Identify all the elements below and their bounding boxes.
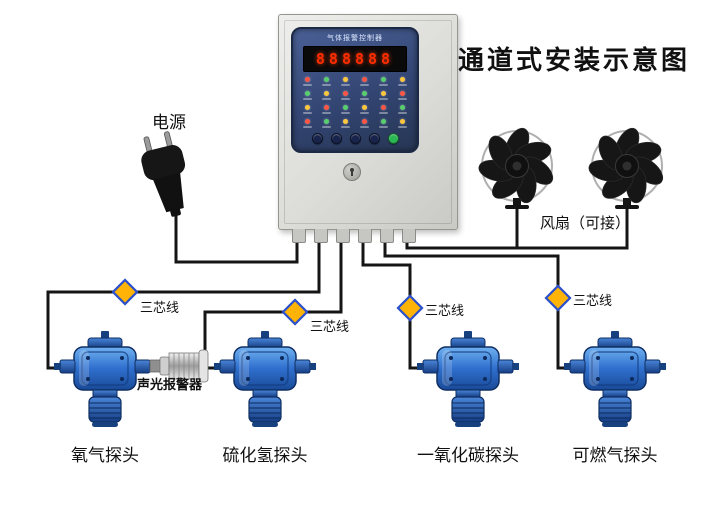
indicator-led [360,77,369,86]
indicator-led [322,77,331,86]
panel-button[interactable] [368,133,380,144]
keyhole-slot [350,168,354,172]
wire-marker-2 [281,298,309,326]
fan-2 [581,123,673,212]
indicator-led [341,119,350,128]
indicator-led [379,105,388,114]
indicator-led [303,119,312,128]
controller-front-panel: 气体报警控制器 888888 [291,27,419,153]
h2s-detector-label: 硫化氢探头 [222,446,308,465]
gas-alarm-controller: 气体报警控制器 888888 [278,14,458,243]
sound-light-alarm [149,349,209,383]
door-lock-keyhole[interactable] [343,163,361,181]
terminal-gland-4 [358,229,372,243]
indicator-row [303,77,407,86]
panel-button[interactable] [311,133,323,144]
keyhole-stem [351,171,353,176]
indicator-led [360,105,369,114]
wire-marker-1 [111,278,139,306]
wire-marker-3 [396,294,424,322]
diagram-title: 通道式安装示意图 [458,46,691,75]
terminal-gland-1 [292,229,306,243]
indicator-led [322,91,331,100]
wire-co-detector [361,242,419,370]
indicator-row [303,91,407,100]
terminal-gland-3 [336,229,350,243]
indicator-led [341,77,350,86]
wire-fan-2 [517,206,629,250]
terminal-gland-6 [402,229,416,243]
indicator-row [303,105,407,114]
terminal-gland-2 [314,229,328,243]
indicator-led [341,91,350,100]
indicator-led [322,119,331,128]
controller-panel-title: 气体报警控制器 [327,35,383,42]
indicator-led [379,77,388,86]
indicator-led [360,119,369,128]
wire-marker-label-3: 三芯线 [425,303,465,318]
plug-head [141,145,186,181]
indicator-led [303,105,312,114]
controller-buttons [293,133,417,144]
indicator-led [379,119,388,128]
indicator-led [341,105,350,114]
wire-h2s-detector [203,242,343,370]
indicator-led [322,105,331,114]
oxygen-detector-label: 氧气探头 [71,446,139,465]
indicator-grid [293,77,417,128]
co-detector-label: 一氧化碳探头 [417,446,519,465]
co-detector [416,330,520,428]
combustible-detector [563,330,667,428]
wire-oxygen-detector [46,242,321,370]
power-plug [141,131,186,217]
wire-marker-label-4: 三芯线 [573,293,613,308]
panel-button[interactable] [349,133,361,144]
wire-marker-label-2: 三芯线 [310,319,350,334]
indicator-led [398,91,407,100]
indicator-led [398,119,407,128]
fan-1 [471,123,563,212]
indicator-led [303,91,312,100]
wire-power [174,210,299,264]
wire-combustible-detector [383,242,566,370]
indicator-led [398,77,407,86]
plug-body [152,172,184,213]
panel-button[interactable] [387,133,399,144]
indicator-row [303,119,407,128]
indicator-led [379,91,388,100]
wire-marker-4 [544,284,572,312]
panel-button[interactable] [330,133,342,144]
indicator-led [303,77,312,86]
fan-label: 风扇（可接） [540,215,631,232]
combustible-detector-label: 可燃气探头 [572,446,658,465]
indicator-led [360,91,369,100]
plug-boot [170,207,181,217]
wire-fan-1 [405,206,519,250]
led-display: 888888 [303,46,407,72]
sound-light-alarm-label: 声光报警器 [137,377,203,392]
power-label: 电源 [152,113,186,132]
indicator-led [398,105,407,114]
terminal-gland-5 [380,229,394,243]
h2s-detector [213,330,317,428]
wiring [46,206,629,370]
wire-marker-label-1: 三芯线 [140,300,180,315]
